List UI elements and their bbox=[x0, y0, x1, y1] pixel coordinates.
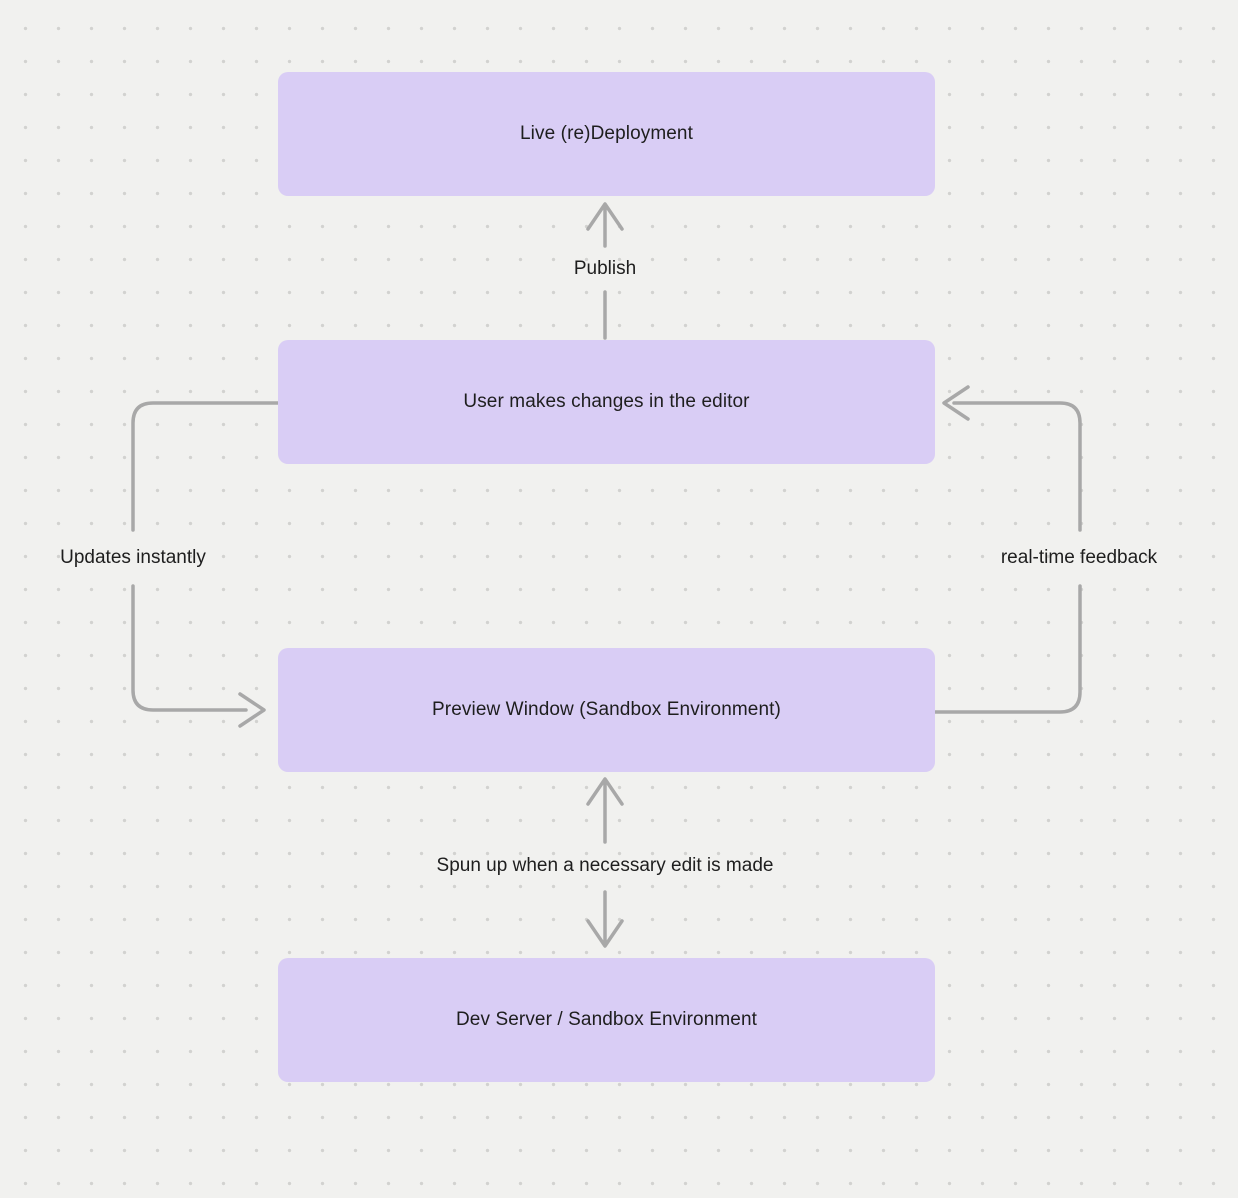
arrow-publish bbox=[586, 202, 624, 340]
edge-label-publish: Publish bbox=[573, 258, 637, 279]
edge-label-spun-up: Spun up when a necessary edit is made bbox=[436, 855, 774, 876]
node-label: Preview Window (Sandbox Environment) bbox=[432, 699, 781, 720]
edge-label-realtime-feedback: real-time feedback bbox=[1000, 547, 1158, 568]
node-label: Live (re)Deployment bbox=[520, 123, 693, 144]
edge-label-updates-instantly: Updates instantly bbox=[60, 547, 206, 568]
flowchart-node-editor-changes[interactable]: User makes changes in the editor bbox=[278, 340, 935, 464]
node-label: User makes changes in the editor bbox=[463, 391, 750, 412]
flowchart-node-preview-window[interactable]: Preview Window (Sandbox Environment) bbox=[278, 648, 935, 772]
flowchart-node-dev-server[interactable]: Dev Server / Sandbox Environment bbox=[278, 958, 935, 1082]
arrow-realtime-feedback bbox=[933, 385, 1082, 714]
arrow-spun-up bbox=[586, 777, 624, 948]
flowchart-node-live-deployment[interactable]: Live (re)Deployment bbox=[278, 72, 935, 196]
node-label: Dev Server / Sandbox Environment bbox=[455, 1009, 757, 1030]
arrow-updates-instantly bbox=[131, 401, 280, 728]
